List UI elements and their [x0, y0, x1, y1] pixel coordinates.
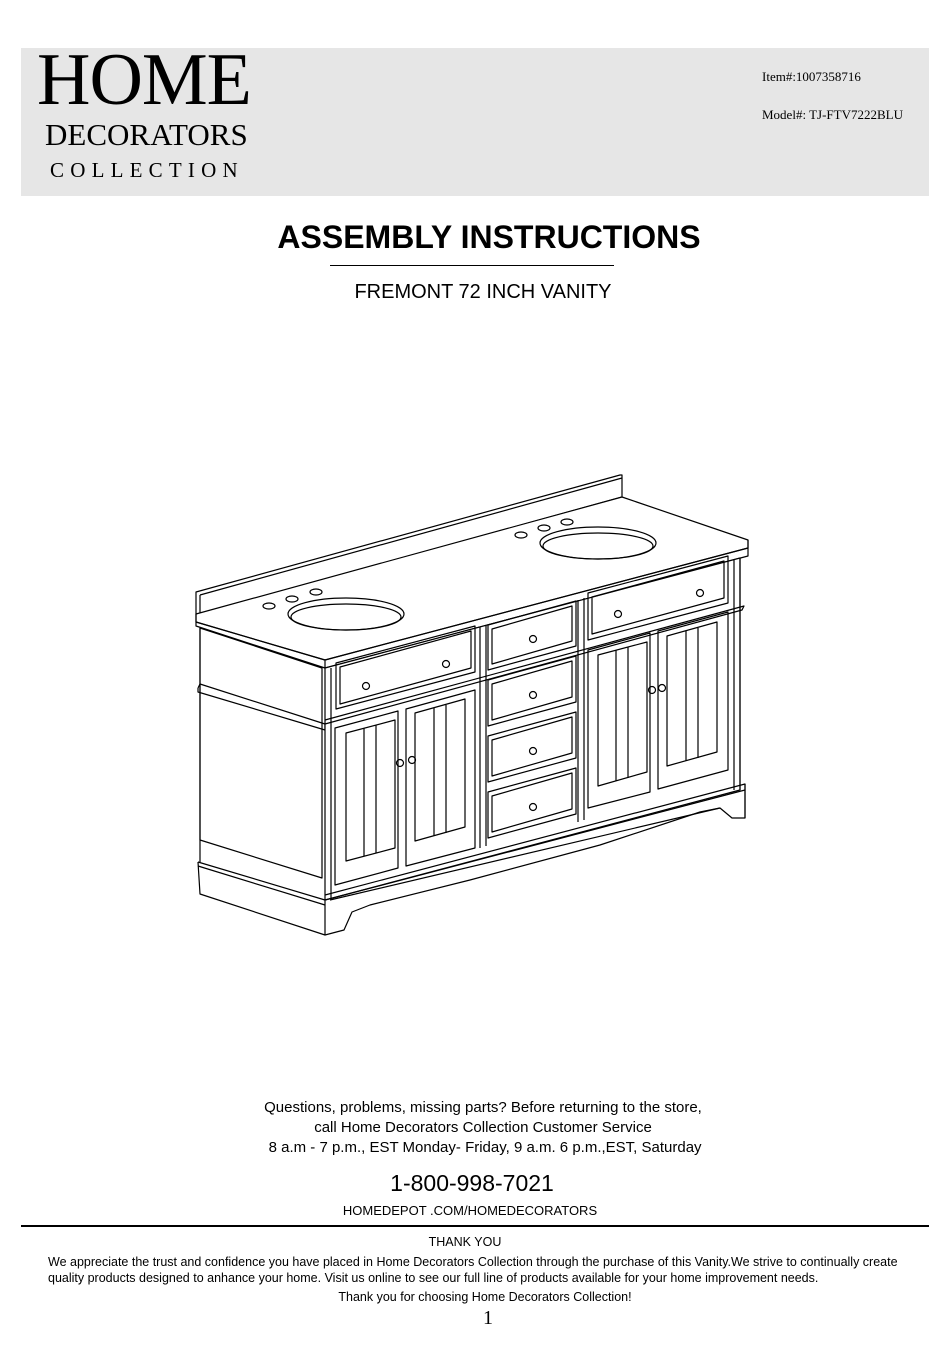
cabinet-side [197, 627, 326, 936]
door-left-inner [395, 689, 476, 867]
door-right-outer [587, 632, 651, 809]
model-number: Model#: TJ-FTV7222BLU [762, 107, 903, 122]
support-phone-number: 1-800-998-7021 [390, 1170, 554, 1196]
logo-collection: COLLECTION [50, 158, 244, 182]
door-right-inner [647, 611, 729, 790]
title-divider [330, 265, 614, 266]
support-line-2: call Home Decorators Collection Customer… [314, 1119, 652, 1136]
drawer-left-top [335, 625, 476, 710]
item-number: Item#:1007358716 [762, 69, 861, 84]
thank-you-message: We appreciate the trust and confidence y… [48, 1255, 898, 1285]
logo-home: HOME [37, 39, 252, 121]
door-left-outer [334, 710, 399, 886]
sink-right [514, 518, 657, 560]
thank-you-heading: THANK YOU [428, 1235, 502, 1249]
support-line-3: 8 a.m - 7 p.m., EST Monday- Friday, 9 a.… [264, 1139, 702, 1156]
drawer-right-top [587, 555, 729, 641]
customer-service-note: Questions, problems, missing parts? Befo… [0, 1098, 950, 1158]
header-banner [21, 48, 929, 196]
vanity-illustration [195, 474, 749, 936]
page-number: 1 [483, 1307, 493, 1329]
sink-left [262, 588, 405, 631]
drawer-center-1 [487, 600, 577, 671]
drawer-center-4 [487, 767, 577, 839]
logo-decorators: DECORATORS [45, 117, 248, 152]
thank-you-closing: Thank you for choosing Home Decorators C… [338, 1290, 632, 1304]
support-line-1: Questions, problems, missing parts? Befo… [264, 1099, 702, 1116]
drawer-center-3 [487, 711, 577, 783]
drawer-center-2 [487, 655, 577, 727]
footer-divider [21, 1225, 929, 1227]
support-website: HOMEDEPOT .COM/HOMEDECORATORS [342, 1203, 598, 1218]
cabinet-front [324, 557, 746, 936]
page-title: ASSEMBLY INSTRUCTIONS [277, 219, 701, 255]
product-name: FREMONT 72 INCH VANITY [354, 281, 612, 303]
